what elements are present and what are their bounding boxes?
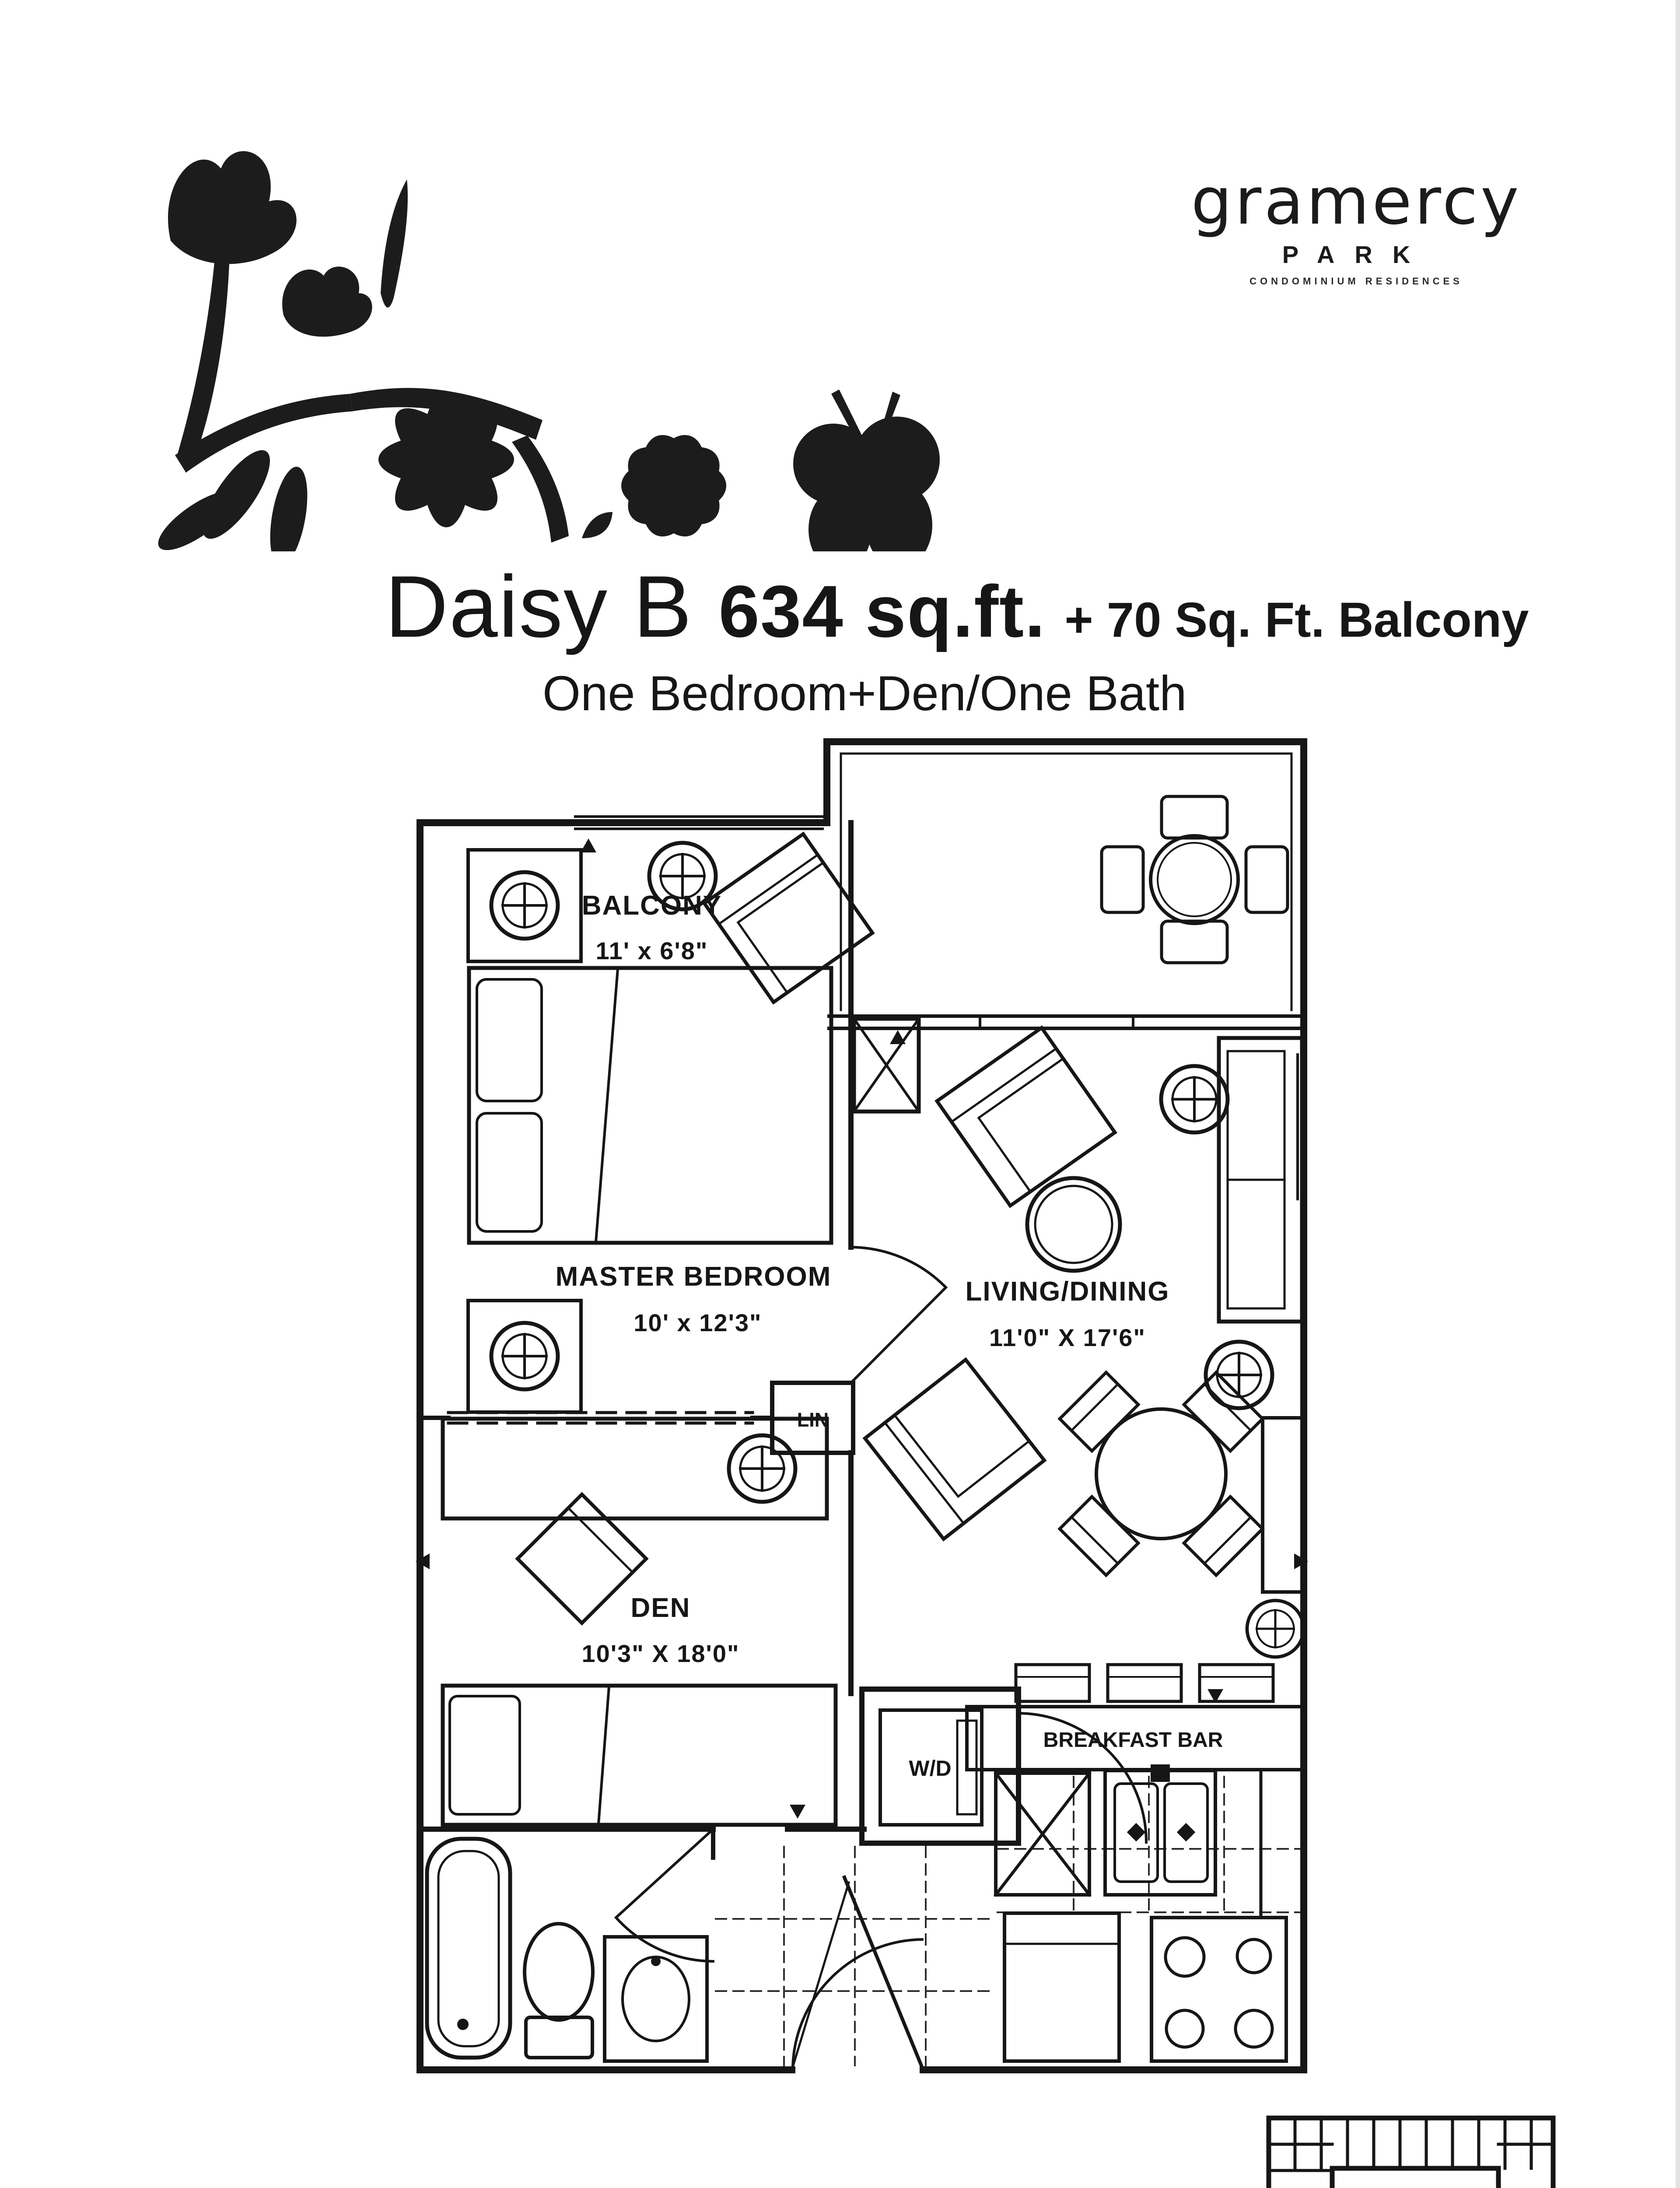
den-furniture [441,1417,838,1827]
door-swings [614,1245,1148,2072]
plan-title-line: Daisy B 634 sq.ft. + 70 Sq. Ft. Balcony [385,557,1566,657]
balcony-patio-set [840,752,1293,1011]
floorplan-drawing: BALCONY 11' x 6'8" MASTER BEDROOM 10' x … [416,738,1308,2073]
laundry-closet [859,1687,1021,1846]
scanner-edge-artifact [1676,0,1680,2188]
fridge [1003,1911,1121,2063]
nightstand [466,1299,583,1414]
desk-chair [515,1492,649,1626]
lamp-icon [729,1435,795,1502]
title-block: Daisy B 634 sq.ft. + 70 Sq. Ft. Balcony … [385,557,1566,722]
bathroom-fixtures [425,1837,709,2063]
double-sink [1103,1764,1217,1897]
den-dims: 10'3" X 18'0" [581,1640,739,1667]
bathtub [425,1837,512,2060]
floor-tiles [715,1776,1300,2066]
coffee-table [1025,1176,1122,1273]
vanity-sink [603,1935,709,2063]
living-dining-dims: 11'0" X 17'6" [989,1324,1146,1351]
desk [441,1417,829,1521]
double-bed [467,966,833,1245]
dining-set [1057,1370,1265,1578]
balcony-label: BALCONY [582,891,722,921]
master-bedroom-dims: 10' x 12'3" [634,1309,762,1336]
plan-subtitle: One Bedroom+Den/One Bath [542,666,1187,721]
bar-stools [1014,1663,1275,1703]
unit-walls [416,738,1307,2073]
gramercy-park-logo: gramercy PARK CONDOMINIUM RESIDENCES [1146,168,1566,287]
linen-label: LIN [797,1409,829,1431]
plan-balcony-area: + 70 Sq. Ft. Balcony [1064,593,1529,647]
hvac-shaft [852,1017,921,1114]
floral-ornament-graphic [158,151,940,551]
building-key-plan [1266,2115,1556,2188]
logo-park: PARK [1282,241,1431,268]
armchair [862,1357,1047,1542]
daybed [441,1683,838,1827]
armchair [934,1025,1117,1208]
stove [1150,1916,1288,2063]
plan-area: 634 sq.ft. [718,570,1046,652]
living-dining-furniture [852,1017,1306,1657]
nightstand [466,848,583,963]
balcony-dims: 11' x 6'8" [596,937,708,964]
sofa [1217,1036,1304,1324]
kitchen [715,1663,1306,2066]
console-table [1261,1416,1306,1594]
dishwasher [994,1771,1092,1897]
room-labels: BALCONY 11' x 6'8" MASTER BEDROOM 10' x … [556,891,1223,1781]
bedroom-chair [702,831,875,1005]
washer-dryer-label: W/D [909,1756,951,1781]
breakfast-bar-label: BREAKFAST BAR [1043,1729,1223,1752]
living-dining-label: LIVING/DINING [966,1276,1170,1307]
lamp-icon [491,1323,558,1389]
plan-marker-arrows [416,838,1308,1819]
logo-tagline: CONDOMINIUM RESIDENCES [1250,276,1463,287]
master-bedroom-furniture [466,831,875,1414]
plan-name: Daisy B [385,558,693,656]
master-bedroom-label: MASTER BEDROOM [556,1262,832,1292]
logo-brand: gramercy [1191,164,1522,239]
butterfly-silhouette [793,389,940,551]
flower-silhouettes [158,151,726,551]
lamp-icon [491,872,558,939]
toilet [523,1922,595,2059]
lamp-icon [1247,1600,1303,1657]
den-label: DEN [631,1593,691,1623]
